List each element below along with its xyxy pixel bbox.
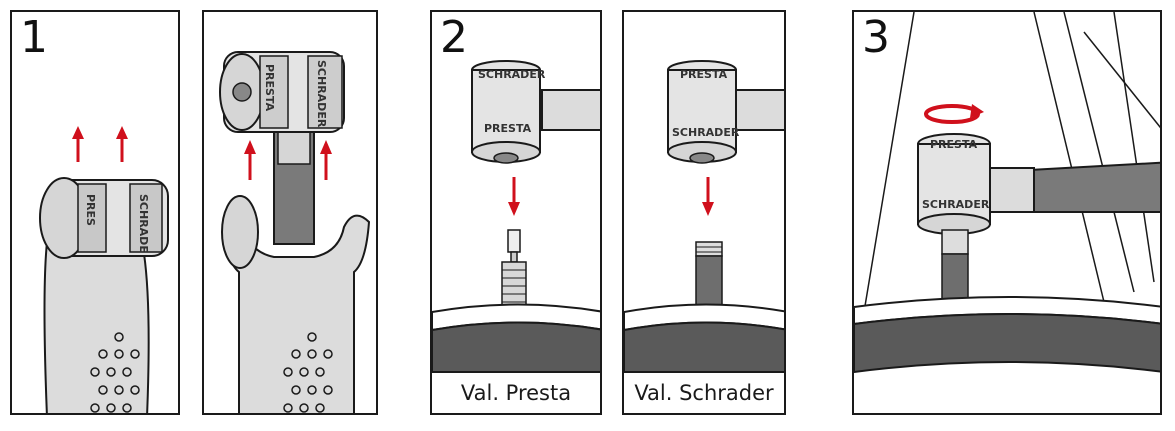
step-number: 2 xyxy=(440,12,468,63)
schrader-ring xyxy=(129,183,163,253)
panel-step-2-presta: 2 SCHRADER PRESTA Val. Presta xyxy=(430,10,602,415)
pump-head xyxy=(471,69,541,153)
schrader-label: SCHRADE xyxy=(137,194,150,253)
step-number: 1 xyxy=(20,12,48,63)
pump-handle xyxy=(43,241,150,413)
schrader-valve-thread xyxy=(695,241,723,257)
grip-holes xyxy=(283,332,333,413)
panel-step-2-schrader: PRESTA SCHRADER Val. Schrader xyxy=(622,10,786,415)
panel-step-3: 3 PRESTA SCHRADER xyxy=(852,10,1162,415)
presta-valve-illustration: SCHRADER PRESTA xyxy=(432,60,600,375)
step-number: 3 xyxy=(862,12,890,63)
presta-label: PRES xyxy=(84,194,97,226)
pump-handle-end xyxy=(221,195,259,269)
tire xyxy=(624,321,784,375)
tire xyxy=(854,313,1160,374)
schrader-valve-illustration: PRESTA SCHRADER xyxy=(624,60,784,375)
schrader-ring xyxy=(307,55,343,129)
schrader-label: SCHRADER xyxy=(672,126,740,139)
tire xyxy=(432,321,600,375)
valve-hole xyxy=(493,152,519,164)
arrow-down-icon xyxy=(702,177,714,216)
inflate-illustration: PRESTA SCHRADER xyxy=(854,12,1160,374)
valve-thread xyxy=(941,229,969,255)
valve-hole xyxy=(232,82,252,102)
valve-hole xyxy=(689,152,715,164)
presta-valve-tip xyxy=(507,229,521,253)
arrow-up-icon xyxy=(72,126,128,162)
presta-label: PRESTA xyxy=(930,138,978,151)
hose xyxy=(541,89,600,131)
rotate-arrow-icon xyxy=(924,104,984,124)
wheel-spokes xyxy=(863,12,1160,313)
caption-presta: Val. Presta xyxy=(432,371,600,413)
arrow-down-icon xyxy=(508,177,520,216)
panel-step-1: 1 PRES SCHRADE xyxy=(10,10,180,415)
schrader-label: SCHRADER xyxy=(315,60,328,128)
pump-head xyxy=(667,69,737,153)
pump-head-removed-illustration: PRESTA SCHRADER xyxy=(219,51,371,413)
caption-schrader: Val. Schrader xyxy=(624,371,784,413)
presta-ring xyxy=(77,183,107,253)
presta-label: PRESTA xyxy=(263,64,276,112)
hose xyxy=(727,89,784,131)
panel-step-1b: PRESTA SCHRADER xyxy=(202,10,378,415)
presta-label: PRESTA xyxy=(484,122,532,135)
schrader-label: SCHRADER xyxy=(922,198,990,211)
presta-ring xyxy=(259,55,289,129)
arrow-up-icon xyxy=(244,140,332,180)
hose-collar xyxy=(989,167,1035,213)
pump-handle-illustration: PRES SCHRADE xyxy=(39,126,169,413)
presta-label: PRESTA xyxy=(680,68,728,81)
grip-holes xyxy=(90,332,140,413)
schrader-label: SCHRADER xyxy=(478,68,546,81)
pump-head xyxy=(917,143,991,225)
